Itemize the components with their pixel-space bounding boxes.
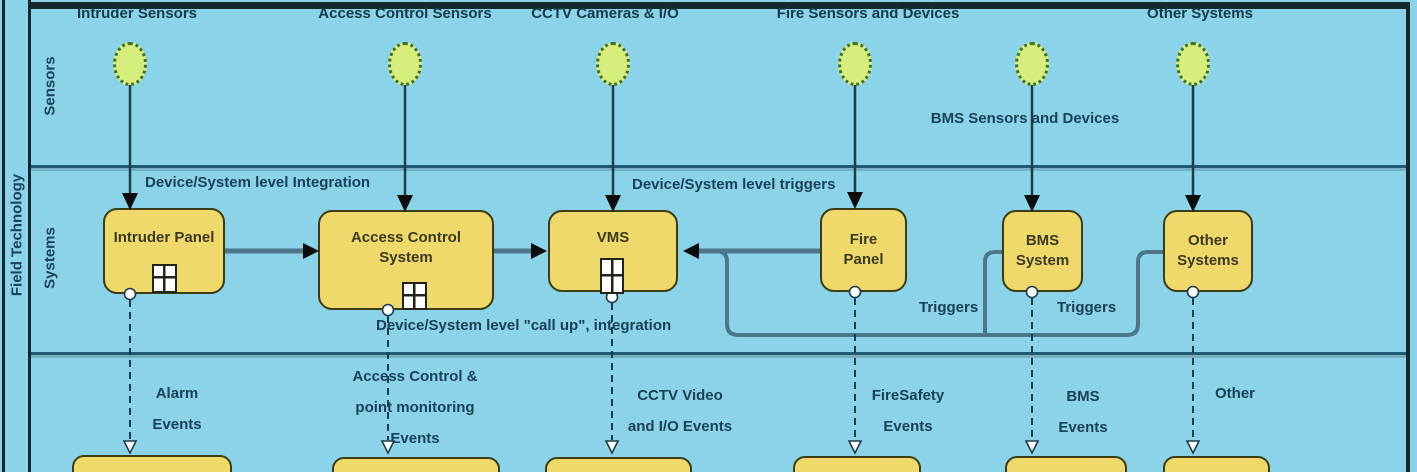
system-box-vms: VMS: [548, 210, 678, 292]
event-box: [1163, 456, 1270, 472]
event-box: [793, 456, 921, 472]
lane-label-sensors: Sensors: [41, 56, 59, 116]
annotation-call-up-integration: Device/System level "call up", integrati…: [376, 317, 672, 334]
triggers-bus-connector: [700, 249, 1163, 337]
sensor-label-fire: Fire Sensors and Devices: [776, 5, 960, 22]
sensor-label-other: Other Systems: [1147, 5, 1253, 22]
sensor-label-access-control: Access Control Sensors: [318, 5, 492, 22]
event-label-bms: BMS Events: [1058, 388, 1108, 436]
sensor-node-intruder: [113, 42, 147, 86]
event-label-firesafety: FireSafety Events: [871, 387, 945, 435]
frame-top-border: [30, 2, 1408, 9]
sensor-node-access-control: [388, 42, 422, 86]
event-label-cctv: CCTV Video and I/O Events: [627, 387, 733, 435]
event-box: [545, 457, 692, 472]
sensor-node-cctv: [596, 42, 630, 86]
sensor-node-fire: [838, 42, 872, 86]
sensor-label-bms: BMS Sensors and Devices: [930, 110, 1120, 127]
component-icon: [152, 264, 177, 293]
lane-divider-sensors-systems: [31, 165, 1406, 171]
lane-divider-systems-events: [31, 352, 1406, 358]
annotation-device-triggers: Device/System level triggers: [632, 176, 836, 193]
system-box-fire-panel: Fire Panel: [820, 208, 907, 292]
sensor-node-other: [1176, 42, 1210, 86]
sensor-label-cctv: CCTV Cameras & I/O: [531, 5, 679, 22]
event-label-alarm: Alarm Events: [152, 385, 202, 433]
event-label-other: Other: [1214, 385, 1256, 402]
frame-title: Field Technology: [8, 173, 26, 297]
event-label-access-control: Access Control & point monitoring Events: [352, 368, 478, 447]
title-column-border: [28, 0, 31, 472]
frame-left-border: [2, 0, 5, 472]
lane-label-systems: Systems: [41, 227, 59, 289]
component-icon: [600, 258, 624, 294]
component-icon: [402, 282, 427, 310]
frame-right-border: [1406, 2, 1410, 472]
event-box: [332, 457, 500, 472]
event-hollow-arrowheads: [122, 440, 1201, 455]
system-box-other: Other Systems: [1163, 210, 1253, 292]
annotation-triggers-bms: Triggers: [919, 299, 979, 316]
system-box-bms: BMS System: [1002, 210, 1083, 292]
sensor-node-bms: [1015, 42, 1049, 86]
event-box: [1005, 456, 1127, 472]
sensor-label-intruder: Intruder Sensors: [76, 5, 198, 22]
event-box: [72, 455, 232, 472]
annotation-device-integration: Device/System level Integration: [145, 174, 371, 191]
sensor-arrowheads: [122, 192, 1201, 212]
annotation-triggers-other: Triggers: [1057, 299, 1117, 316]
